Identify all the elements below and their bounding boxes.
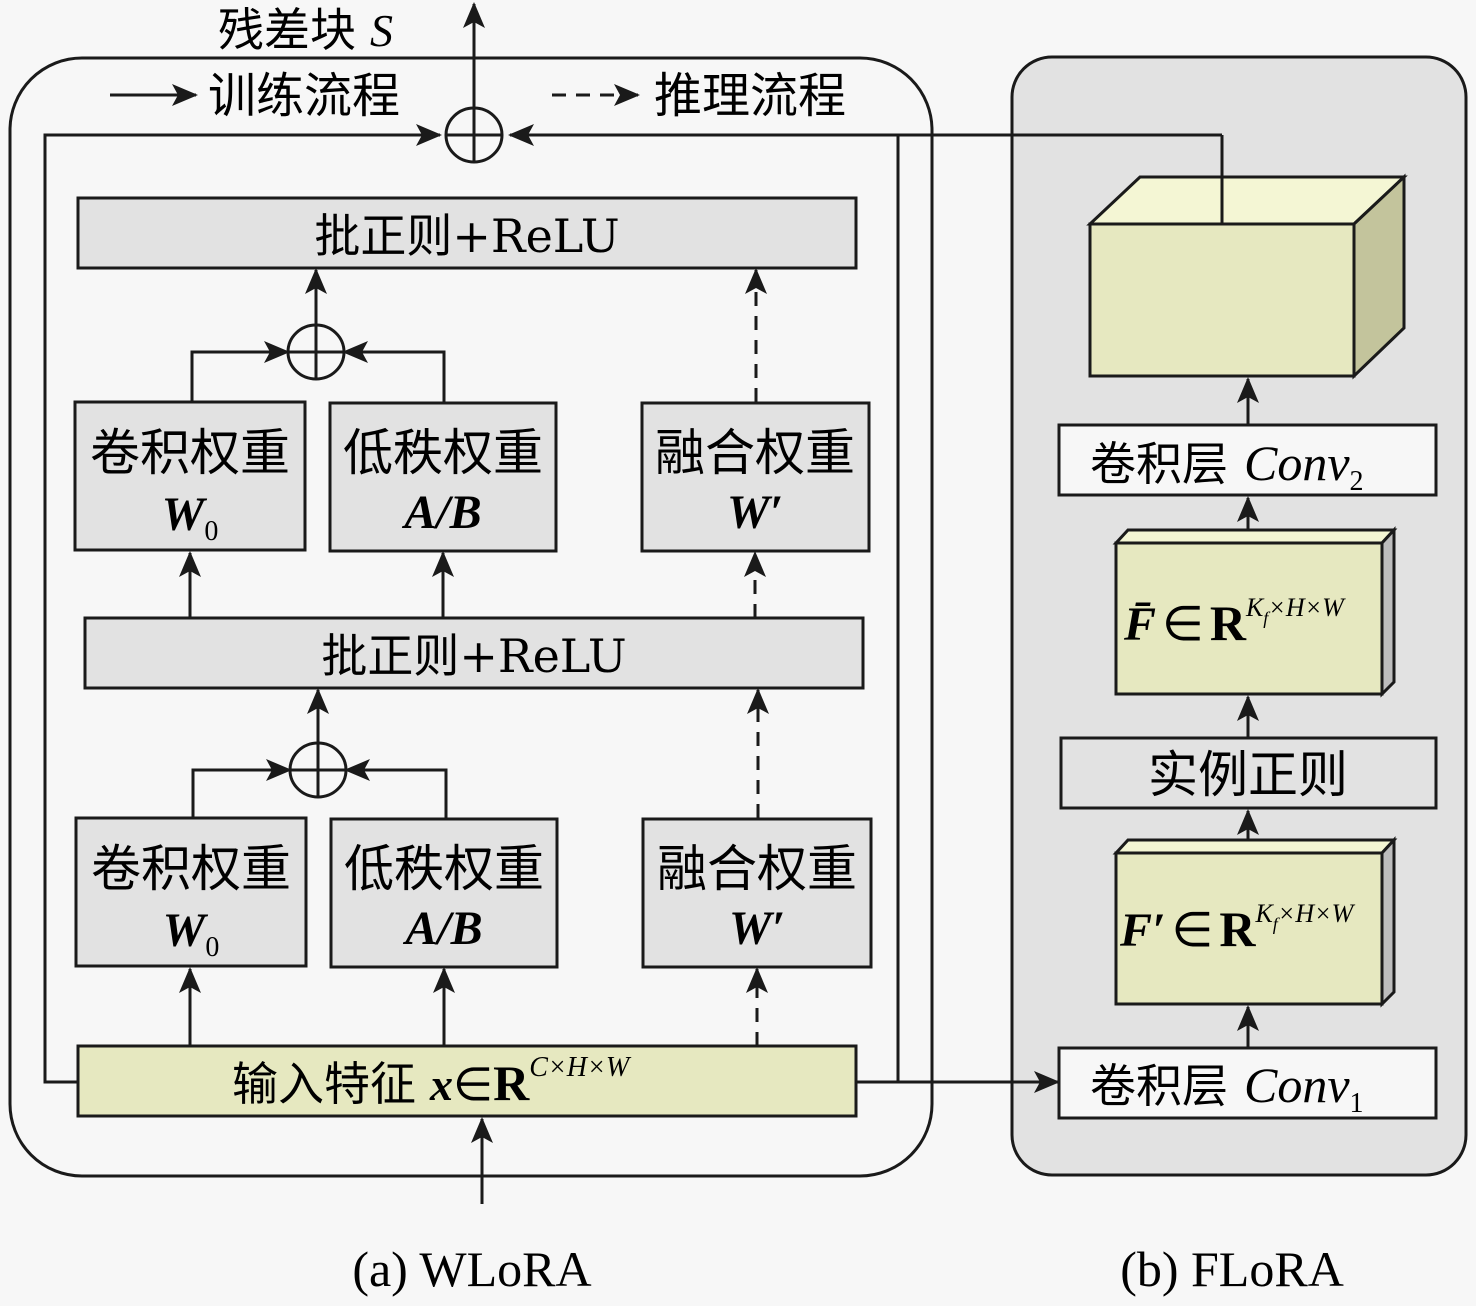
svg-text:卷积权重: 卷积权重 (91, 840, 291, 898)
svg-text:W′: W′ (729, 902, 785, 955)
top-bn-relu-box (76, 196, 858, 270)
svg-text:A/B: A/B (401, 486, 481, 539)
legend-inference-label: 推理流程 (654, 68, 846, 124)
legend-training-label: 训练流程 (208, 68, 400, 124)
svg-text:W0: W0 (162, 488, 219, 547)
svg-text:低秩权重: 低秩权重 (344, 840, 544, 898)
lower-fused-weight-box: 融合权重 W′ (641, 817, 873, 969)
upper-lowrank-branch (342, 341, 446, 402)
conv1-box (1057, 1046, 1438, 1120)
upper-conv-branch (190, 341, 290, 402)
output-sum-node (444, 106, 504, 164)
svg-text:卷积权重: 卷积权重 (90, 424, 290, 482)
lower-sum-node (288, 741, 348, 799)
svg-text:W0: W0 (163, 904, 220, 963)
lower-conv-branch (191, 759, 292, 818)
mid-bn-relu-label: 批正则+ReLU (321, 629, 626, 683)
svg-text:W′: W′ (727, 486, 783, 539)
conv2-box (1057, 423, 1438, 497)
output-feature-cube (1086, 173, 1408, 380)
skip-connection-left (43, 124, 442, 1084)
mid-bn-relu-box (83, 616, 865, 690)
svg-text:F′∈RKf×H×W: F′∈RKf×H×W (1119, 899, 1356, 957)
instance-norm-box (1059, 736, 1438, 810)
top-bn-relu-label: 批正则+ReLU (314, 209, 619, 263)
svg-text:融合权重: 融合权重 (657, 840, 857, 898)
feature-prime-slab: F′∈RKf×H×W (1112, 836, 1398, 1008)
svg-text:A/B: A/B (402, 902, 482, 955)
instance-norm-label: 实例正则 (1148, 746, 1348, 804)
lower-lowrank-branch (344, 759, 448, 818)
upper-lowrank-weight-box: 低秩权重 A/B (328, 401, 558, 553)
panel-b-caption: (b) FLoRA (1120, 1241, 1344, 1297)
svg-text:F̄∈RKf×H×W: F̄∈RKf×H×W (1123, 593, 1346, 651)
upper-sum-node (286, 323, 346, 381)
upper-fused-weight-box: 融合权重 W′ (640, 401, 871, 553)
lower-conv-weight-box: 卷积权重 W0 (74, 816, 308, 968)
svg-text:低秩权重: 低秩权重 (343, 424, 543, 482)
normalized-feature-slab: F̄∈RKf×H×W (1112, 526, 1398, 698)
input-feature-box (76, 1044, 858, 1118)
lower-lowrank-weight-box: 低秩权重 A/B (329, 817, 559, 969)
upper-conv-weight-box: 卷积权重 W0 (73, 400, 307, 552)
panel-a-frame (8, 56, 934, 1178)
panel-a-caption: (a) WLoRA (352, 1241, 591, 1297)
svg-text:融合权重: 融合权重 (655, 424, 855, 482)
